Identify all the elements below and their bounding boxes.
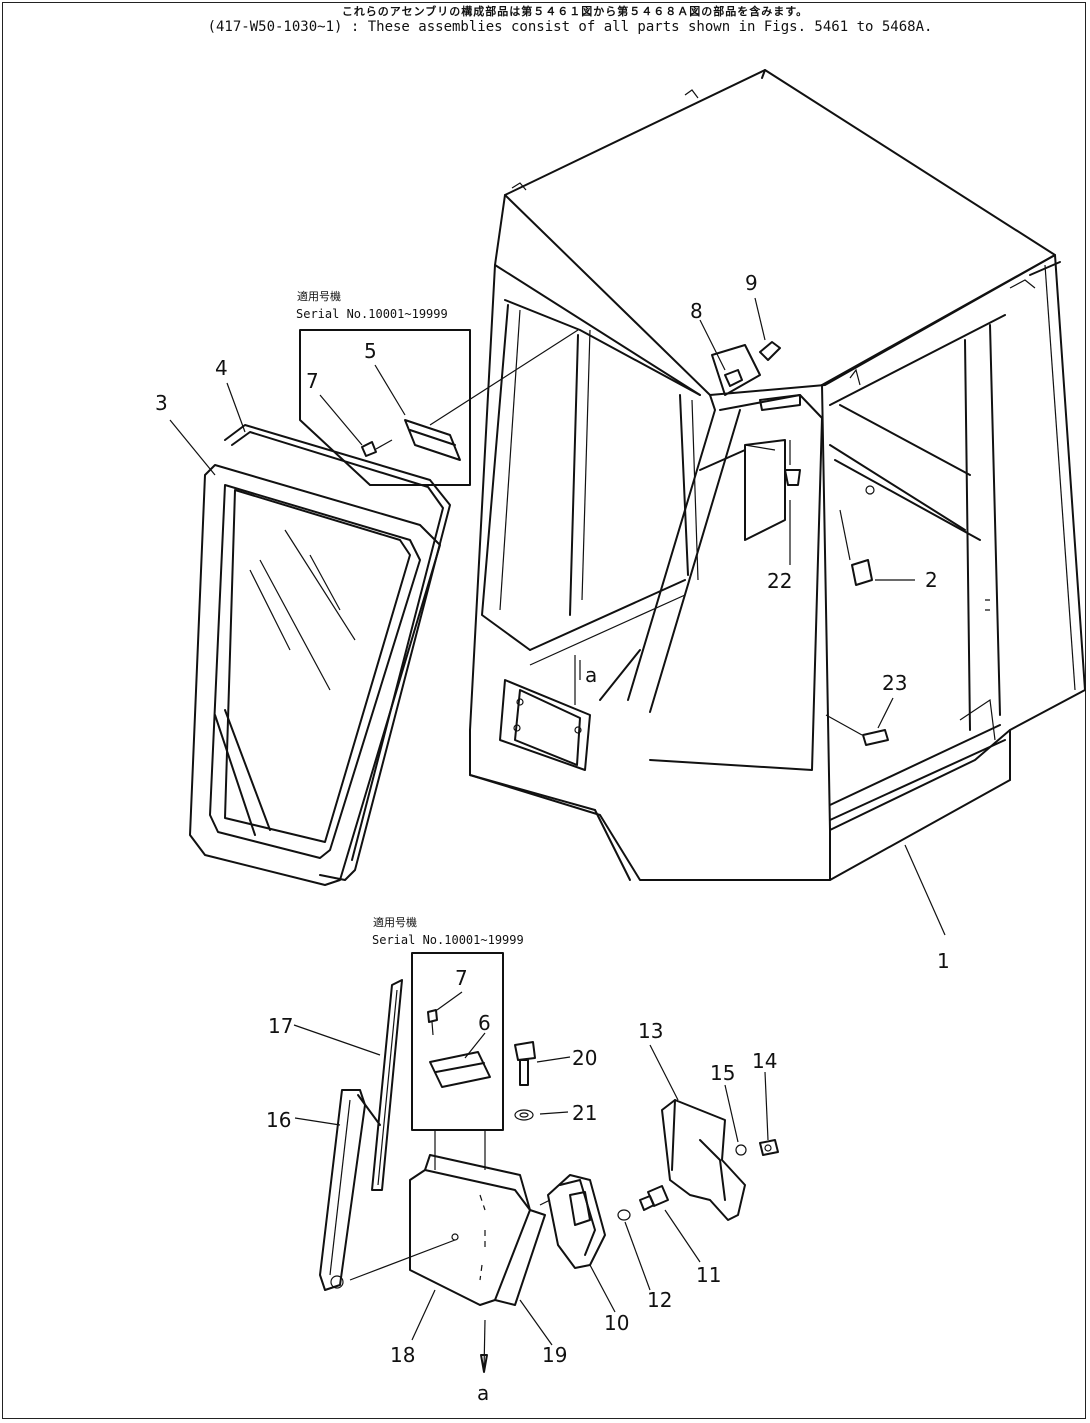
callout-10: 10: [604, 1311, 629, 1335]
inset2-serial: Serial No.10001~19999: [372, 933, 524, 947]
callout-7-lower: 7: [455, 966, 468, 990]
callout-11: 11: [696, 1263, 721, 1287]
wiper-arm: [319, 1089, 381, 1291]
inset2-label-jp: 適用号機: [373, 915, 417, 929]
side-window-glass: [189, 424, 451, 886]
inset-box-1: [299, 329, 579, 486]
inset1-label-jp: 適用号機: [297, 289, 341, 303]
bolt-washer: [514, 1041, 536, 1121]
callout-3: 3: [155, 391, 168, 415]
cab-assembly: [469, 69, 1086, 881]
callout-16: 16: [266, 1108, 291, 1132]
header-japanese: これらのアセンブリの構成部品は第５４６１図から第５４６８Ａ図の部品を含みます。: [341, 5, 809, 18]
callout-12: 12: [647, 1288, 672, 1312]
callout-8: 8: [690, 299, 703, 323]
callout-5: 5: [364, 339, 377, 363]
wiper-blade: [371, 979, 403, 1191]
inset-box-2: [411, 952, 504, 1170]
callout-13: 13: [638, 1019, 663, 1043]
callout-6: 6: [478, 1011, 491, 1035]
wiper-motor: [539, 1174, 606, 1269]
callout-22: 22: [767, 569, 792, 593]
callout-2: 2: [925, 568, 938, 592]
wiper-motor-cover: [349, 1154, 546, 1373]
header-english: (417-W50-1030~1) : These assemblies cons…: [207, 19, 933, 35]
nut-14-washer-15: [735, 1139, 779, 1156]
callout-4: 4: [215, 356, 228, 380]
callout-19: 19: [542, 1343, 567, 1367]
callout-15: 15: [710, 1061, 735, 1085]
callout-18: 18: [390, 1343, 415, 1367]
callout-20: 20: [572, 1046, 597, 1070]
callout-23: 23: [882, 671, 907, 695]
motor-bracket: [661, 1099, 746, 1221]
callout-1: 1: [937, 949, 950, 973]
mirror-bracket: [711, 341, 801, 411]
bolts-cab: [784, 440, 889, 746]
callout-7-upper: 7: [306, 369, 319, 393]
callout-a-upper: a: [585, 663, 597, 687]
callout-17: 17: [268, 1014, 293, 1038]
bolt-11-washer-12: [617, 1185, 669, 1221]
callout-a-lower: a: [477, 1381, 489, 1405]
callout-21: 21: [572, 1101, 597, 1125]
callout-9: 9: [745, 271, 758, 295]
leader-lines: [169, 297, 946, 1346]
callout-14: 14: [752, 1049, 777, 1073]
inset1-serial: Serial No.10001~19999: [296, 307, 448, 321]
